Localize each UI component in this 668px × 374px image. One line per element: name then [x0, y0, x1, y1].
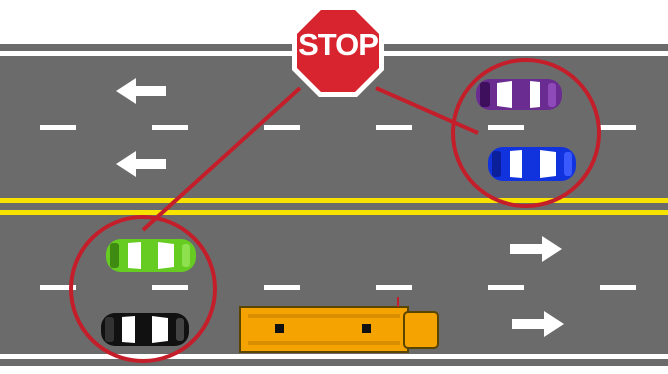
- purple-car: [476, 79, 562, 110]
- school-bus: [239, 297, 439, 353]
- connector-line-right: [375, 86, 479, 135]
- left-arrow-icon: [116, 151, 166, 177]
- right-arrow-icon: [510, 236, 562, 262]
- blue-car: [488, 147, 576, 181]
- green-car: [106, 239, 196, 272]
- double-yellow-center-line: [0, 198, 668, 215]
- lane-dashes-bottom: [40, 285, 636, 290]
- left-arrow-icon: [116, 78, 166, 104]
- highlight-circle-right: [451, 58, 601, 208]
- stop-sign: [292, 5, 384, 97]
- right-arrow-icon: [512, 311, 564, 337]
- bottom-edge-line: [0, 354, 668, 359]
- connector-line-left: [141, 86, 302, 232]
- highlight-circle-left: [69, 215, 217, 363]
- lane-dashes-top: [40, 125, 636, 130]
- stop-sign-text: STOP: [298, 27, 379, 62]
- black-car: [101, 313, 189, 346]
